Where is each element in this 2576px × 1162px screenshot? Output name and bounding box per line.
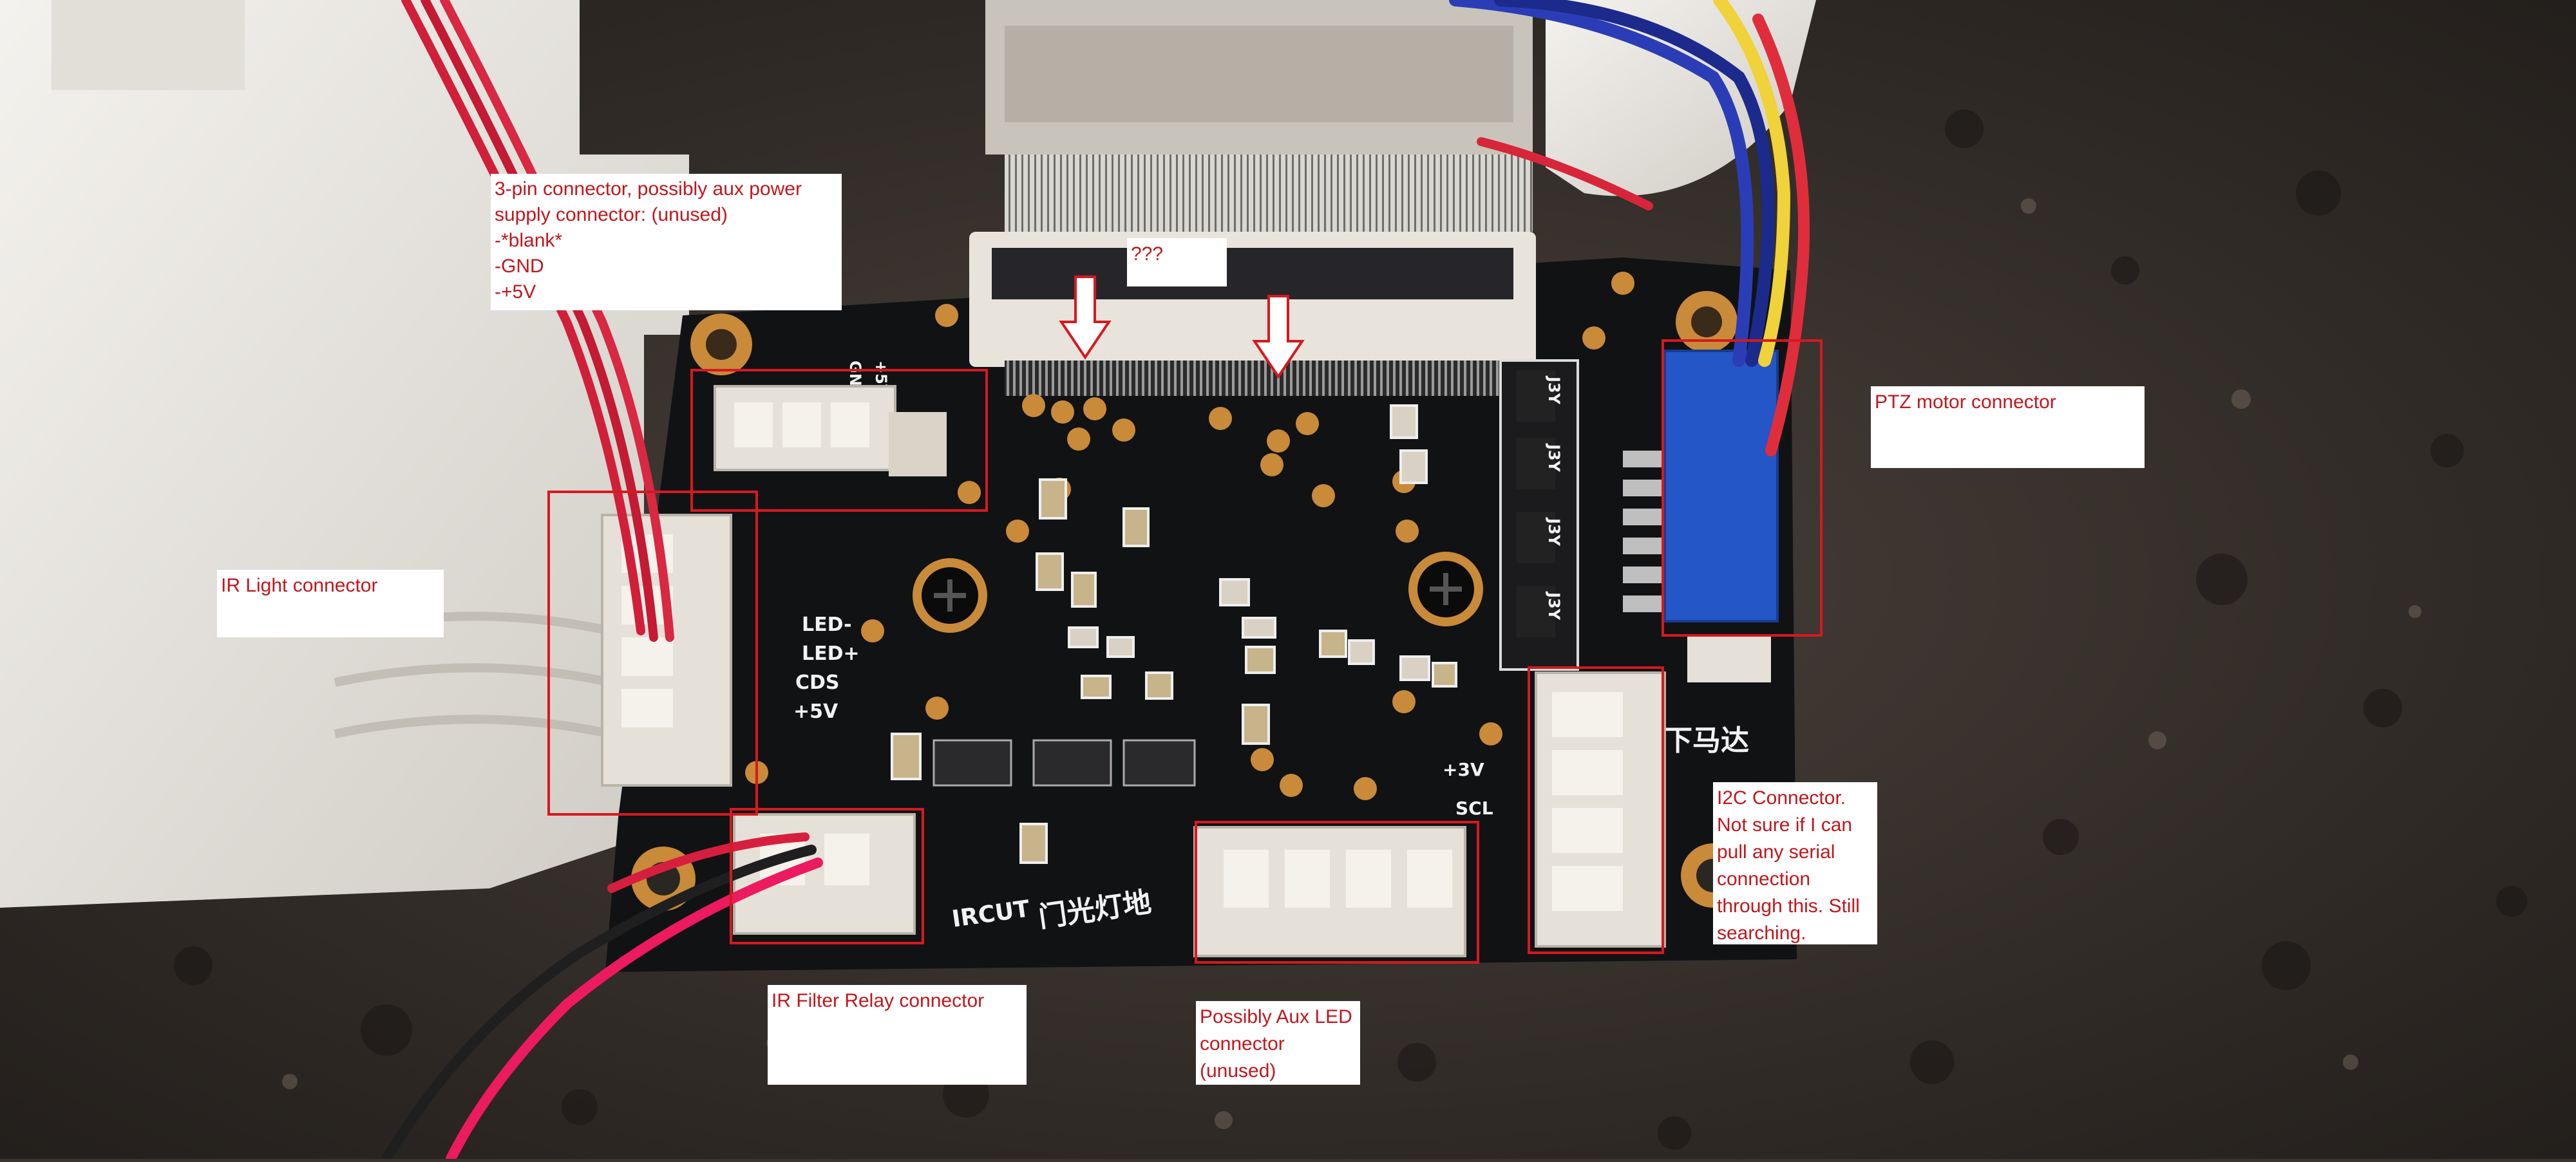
label-aux-power-pin1: -*blank* [495, 230, 563, 251]
highlight-i2c-connector [1528, 666, 1664, 954]
silk-ir-pin-2: LED+ [802, 642, 860, 665]
label-ir-light: IR Light connector [217, 570, 444, 637]
silk-i2c-pin-2: SCL [1455, 798, 1493, 819]
label-ptz-motor: PTZ motor connector [1871, 386, 2145, 468]
wires [381, 0, 1810, 1162]
label-aux-led-line1: Possibly Aux LED [1200, 1006, 1352, 1027]
label-aux-power-pin3: -+5V [495, 281, 536, 303]
ribbon-cable-contacts [1005, 155, 1533, 232]
aux-led-connector [1193, 826, 1466, 957]
label-i2c-line3: pull any serial [1717, 841, 1835, 863]
silk-ir-pin-1: LED- [802, 614, 852, 636]
label-aux-power-line2: supply connector: (unused) [495, 204, 728, 225]
highlight-aux-power-connector [690, 369, 988, 512]
aux-power-connector [714, 385, 947, 476]
silk-res-2: J3Y [1545, 443, 1563, 473]
silk-i2c-pin-1: +3V [1443, 759, 1484, 780]
highlight-ir-light-connector [547, 491, 758, 816]
label-i2c: I2C Connector. Not sure if I can pull an… [1713, 782, 1877, 944]
label-aux-led-line3: (unused) [1200, 1060, 1276, 1082]
ir-light-connector [601, 514, 732, 787]
label-aux-power: 3-pin connector, possibly aux power supp… [491, 174, 842, 310]
granite-speckles [174, 109, 2527, 1150]
arrow-ribbon-right [1252, 295, 1305, 379]
silk-res-3: J3Y [1545, 517, 1563, 547]
label-ribbon-text: ??? [1131, 243, 1164, 265]
label-i2c-line5: through this. Still [1717, 895, 1860, 917]
label-ribbon: ??? [1127, 238, 1227, 286]
silk-ir-pin-3: CDS [795, 671, 840, 694]
arrow-ribbon-left [1059, 276, 1112, 360]
housing-bracket [52, 0, 245, 90]
silk-res-1: J3Y [1545, 375, 1563, 405]
label-aux-power-pin2: -GND [495, 256, 544, 277]
highlight-aux-led-connector [1195, 821, 1479, 964]
highlight-ptz-motor-connector [1662, 339, 1823, 637]
label-aux-power-line1: 3-pin connector, possibly aux power [495, 178, 802, 200]
i2c-connector [1535, 671, 1666, 948]
ptz-motor-connector [1663, 350, 1779, 682]
label-ir-filter: IR Filter Relay connector [768, 985, 1027, 1085]
pcb-screws [913, 552, 1483, 633]
highlight-ir-filter-connector [730, 808, 924, 944]
silk-res-4: J3Y [1545, 591, 1563, 621]
annotation-arrows [1059, 276, 1305, 379]
label-ir-light-text: IR Light connector [221, 575, 378, 596]
label-ptz-motor-text: PTZ motor connector [1875, 391, 2056, 413]
label-i2c-line2: Not sure if I can [1717, 814, 1853, 836]
resistor-array [1499, 359, 1579, 671]
fpc-connector-pins [1005, 361, 1507, 396]
fpc-connector-latch [992, 248, 1513, 299]
smd-components [891, 404, 1457, 864]
sot-transistors [933, 739, 1196, 787]
label-i2c-line4: connection [1717, 868, 1811, 890]
label-aux-led-line2: connector [1200, 1033, 1285, 1054]
label-i2c-line1: I2C Connector. [1717, 787, 1846, 809]
label-aux-led: Possibly Aux LED connector (unused) [1196, 1001, 1360, 1085]
silk-ir-pin-4: +5V [793, 700, 838, 723]
label-ir-filter-text: IR Filter Relay connector [772, 990, 985, 1011]
label-i2c-line6: searching. [1717, 923, 1806, 944]
right-smd-column [1623, 451, 1668, 612]
